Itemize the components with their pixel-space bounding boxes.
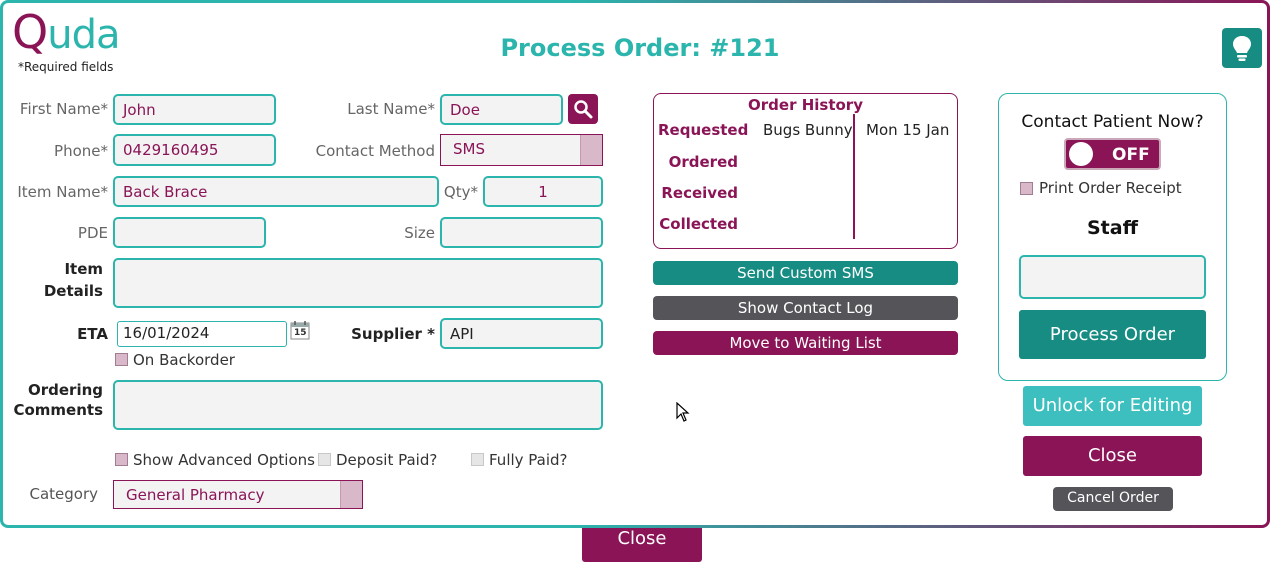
size-input[interactable] xyxy=(440,217,603,248)
fully-paid-label: Fully Paid? xyxy=(489,451,568,469)
order-history-title: Order History xyxy=(748,96,863,114)
last-name-label: Last Name* xyxy=(347,100,435,118)
category-value: General Pharmacy xyxy=(126,486,265,504)
history-requested-date: Mon 15 Jan xyxy=(866,121,950,139)
print-receipt-label: Print Order Receipt xyxy=(1039,179,1182,197)
dropdown-arrow-icon xyxy=(340,481,362,508)
cancel-order-button[interactable]: Cancel Order xyxy=(1053,487,1173,511)
history-requested-by: Bugs Bunny xyxy=(763,121,853,139)
phone-label: Phone* xyxy=(54,142,108,160)
calendar-button[interactable]: 15 xyxy=(290,320,310,340)
ordering-comments-textarea[interactable] xyxy=(113,380,603,430)
required-fields-note: *Required fields xyxy=(18,60,114,74)
close-button[interactable]: Close xyxy=(1023,436,1202,476)
first-name-label: First Name* xyxy=(19,100,108,118)
contact-patient-panel xyxy=(998,93,1227,381)
move-to-waiting-list-button[interactable]: Move to Waiting List xyxy=(653,331,958,355)
staff-input[interactable] xyxy=(1019,255,1206,299)
supplier-label: Supplier * xyxy=(351,325,435,343)
on-backorder-label: On Backorder xyxy=(133,351,235,369)
history-divider xyxy=(853,114,855,239)
item-details-textarea[interactable] xyxy=(113,258,603,308)
history-row-label: Ordered xyxy=(668,153,738,171)
deposit-paid-checkbox[interactable] xyxy=(318,453,331,466)
search-icon xyxy=(574,100,593,119)
qty-input[interactable]: 1 xyxy=(483,176,603,207)
order-history-panel xyxy=(653,93,958,249)
toggle-state: OFF xyxy=(1112,145,1150,165)
deposit-paid-label: Deposit Paid? xyxy=(336,451,438,469)
mouse-pointer-icon xyxy=(676,402,690,422)
history-row-label: Received xyxy=(661,184,738,202)
contact-patient-toggle[interactable]: OFF xyxy=(1064,138,1161,170)
search-button[interactable] xyxy=(568,94,598,124)
category-label: Category xyxy=(29,485,98,503)
quda-logo: Quda xyxy=(12,5,120,59)
show-contact-log-button[interactable]: Show Contact Log xyxy=(653,296,958,320)
pde-input[interactable] xyxy=(113,217,266,248)
history-row-label: Collected xyxy=(659,215,738,233)
dropdown-arrow-icon xyxy=(580,135,602,165)
calendar-day: 15 xyxy=(294,328,307,338)
contact-method-label: Contact Method xyxy=(315,142,435,160)
item-name-label: Item Name* xyxy=(17,183,108,201)
category-select[interactable]: General Pharmacy xyxy=(113,480,363,509)
help-button[interactable] xyxy=(1222,28,1262,68)
lightbulb-icon xyxy=(1233,36,1251,61)
first-name-input[interactable]: John xyxy=(113,94,276,125)
history-row-label: Requested xyxy=(658,121,749,139)
unlock-for-editing-button[interactable]: Unlock for Editing xyxy=(1023,386,1202,426)
process-order-button[interactable]: Process Order xyxy=(1019,310,1206,359)
last-name-input[interactable]: Doe xyxy=(440,94,563,125)
eta-label: ETA xyxy=(77,325,108,343)
eta-input[interactable]: 16/01/2024 xyxy=(117,321,287,347)
show-advanced-label: Show Advanced Options xyxy=(133,451,315,469)
contact-patient-title: Contact Patient Now? xyxy=(1021,112,1204,132)
on-backorder-checkbox[interactable] xyxy=(115,353,128,366)
page-title: Process Order: #121 xyxy=(500,34,780,62)
fully-paid-checkbox[interactable] xyxy=(471,453,484,466)
send-custom-sms-button[interactable]: Send Custom SMS xyxy=(653,261,958,285)
toggle-knob xyxy=(1069,142,1093,166)
item-name-input[interactable]: Back Brace xyxy=(113,176,439,207)
contact-method-select[interactable]: SMS xyxy=(440,134,603,166)
supplier-input[interactable]: API xyxy=(440,318,603,349)
print-receipt-checkbox[interactable] xyxy=(1020,182,1033,195)
size-label: Size xyxy=(404,224,435,242)
calendar-icon xyxy=(290,321,310,340)
staff-label: Staff xyxy=(1087,217,1138,239)
pde-label: PDE xyxy=(77,224,108,242)
contact-method-value: SMS xyxy=(453,140,485,158)
qty-label: Qty* xyxy=(443,183,478,201)
show-advanced-checkbox[interactable] xyxy=(115,453,128,466)
phone-input[interactable]: 0429160495 xyxy=(113,134,276,166)
